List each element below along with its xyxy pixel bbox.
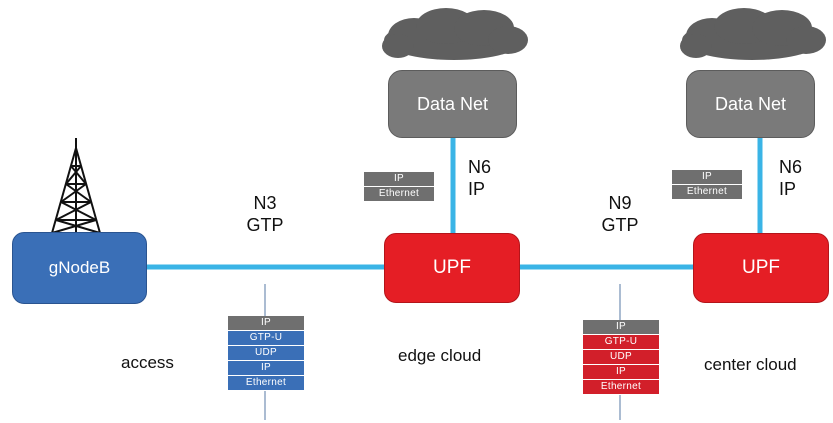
n3-label: N3 GTP [240, 192, 290, 236]
n9-interface-name: N9 [608, 193, 632, 213]
n6-center-protocol-stack: IP Ethernet [672, 170, 742, 200]
n3-protocol-stack: IP GTP-U UDP IP Ethernet [228, 316, 304, 391]
stack-layer: IP [583, 320, 659, 335]
n3-interface-name: N3 [253, 193, 277, 213]
gnodeb-node: gNodeB [12, 232, 147, 304]
n9-protocol-stack: IP GTP-U UDP IP Ethernet [583, 320, 659, 395]
zone-center-label: center cloud [704, 355, 797, 374]
zone-access-label: access [121, 353, 174, 372]
n6-edge-interface-name: N6 [468, 157, 492, 177]
n6-edge-label: N6 IP [468, 156, 498, 200]
upf-edge-node: UPF [384, 233, 520, 303]
stack-layer: GTP-U [583, 335, 659, 350]
stack-layer: Ethernet [583, 380, 659, 395]
n6-center-interface-name: N6 [779, 157, 803, 177]
n9-protocol: GTP [601, 215, 639, 235]
stack-layer: Ethernet [364, 187, 434, 202]
n3-protocol: GTP [246, 215, 284, 235]
n6-edge-protocol: IP [468, 179, 486, 199]
n6-center-label: N6 IP [779, 156, 809, 200]
n6-edge-protocol-stack: IP Ethernet [364, 172, 434, 202]
radio-tower-icon [51, 138, 101, 234]
stack-layer: UDP [583, 350, 659, 365]
stack-layer: IP [228, 361, 304, 376]
stack-layer: IP [583, 365, 659, 380]
zone-edge-label: edge cloud [398, 346, 482, 365]
data-net-edge-node: Data Net [388, 70, 517, 138]
data-net-center-node: Data Net [686, 70, 815, 138]
stack-layer: IP [364, 172, 434, 187]
stack-layer: UDP [228, 346, 304, 361]
n6-center-protocol: IP [779, 179, 797, 199]
n9-label: N9 GTP [595, 192, 645, 236]
stack-layer: Ethernet [228, 376, 304, 391]
cloud-icon [680, 8, 826, 60]
stack-layer: IP [672, 170, 742, 185]
upf-center-node: UPF [693, 233, 829, 303]
stack-layer: GTP-U [228, 331, 304, 346]
stack-layer: IP [228, 316, 304, 331]
stack-layer: Ethernet [672, 185, 742, 200]
cloud-icon [382, 8, 528, 60]
